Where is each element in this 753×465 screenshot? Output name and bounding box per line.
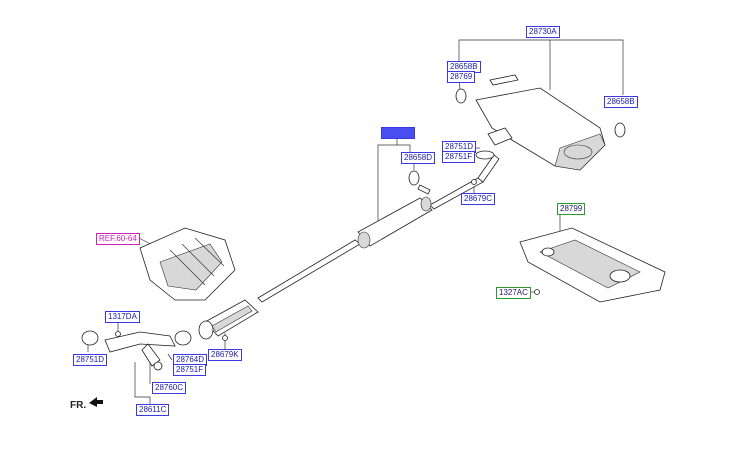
label-hanger-rubber-c[interactable]: 28658D [401,152,436,164]
front-pipe [81,330,176,371]
label-muffler-assy[interactable]: 28730A [526,26,560,38]
engine-block [139,227,236,301]
heat-protector-plate [519,227,666,303]
label-stud-bolt[interactable]: 1317DA [105,311,140,323]
rear-muffler [455,74,626,171]
label-ref-60-64[interactable]: REF.60-64 [96,233,140,245]
front-arrow-icon [89,397,103,407]
label-hanger-d[interactable]: 28760C [152,382,187,394]
catalytic-converter [174,299,259,346]
exhaust-pipe [257,154,500,303]
label-gasket-b[interactable]: 28751F [442,151,476,163]
hangers [408,170,431,195]
label-clamp-a[interactable]: 28769 [447,71,476,83]
label-front-pipe[interactable]: 28611C [136,404,170,416]
label-hanger-rubber-b[interactable]: 28658B [604,96,638,108]
label-clamp-c[interactable]: 28679K [208,349,242,361]
label-heat-protector[interactable]: 28799 [557,203,586,215]
front-direction-label: FR. [70,400,87,411]
label-bolt[interactable]: 1327AC [496,287,531,299]
label-gasket-d[interactable]: 28751F [173,364,207,376]
label-center-pipe-selected[interactable]: 28650B [381,127,415,139]
center-silencer [357,196,433,249]
label-gasket-front[interactable]: 28751D [73,354,108,366]
label-clamp-b[interactable]: 28679C [461,193,496,205]
clamp-parts [115,179,477,341]
